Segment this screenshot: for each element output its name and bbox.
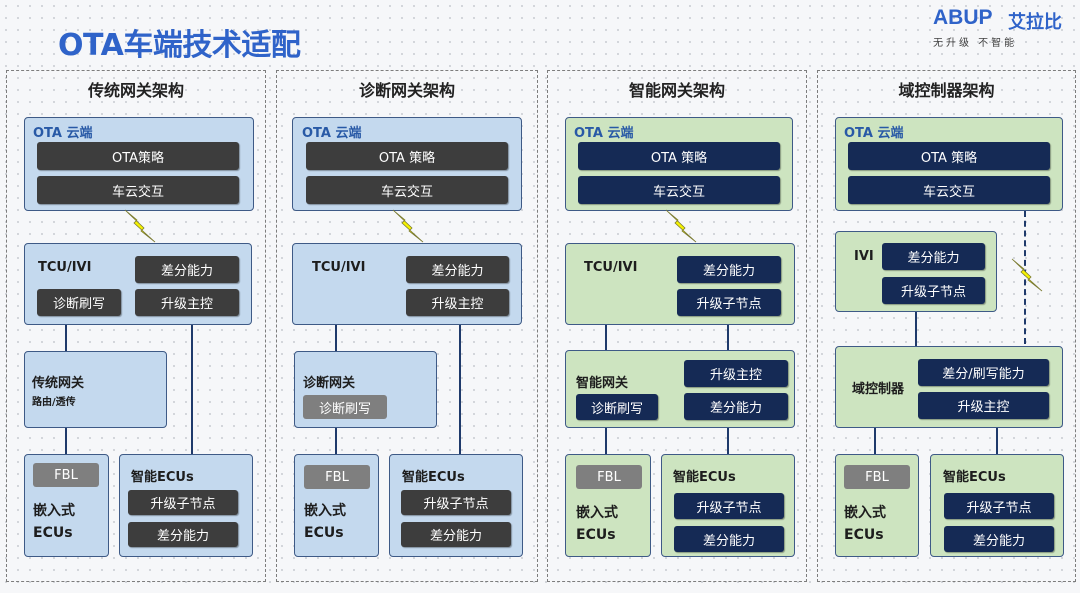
upgrade-master-pill: 升级主控 [918, 392, 1049, 419]
embedded-ecus-label: ECUs [576, 527, 616, 543]
connector-line [605, 325, 607, 351]
vehicle-cloud-pill: 车云交互 [37, 176, 239, 204]
gateway-label: 传统网关 [32, 376, 85, 391]
tcu-ivi-label: TCU/IVI [38, 260, 92, 275]
diff-capability-pill: 差分能力 [684, 393, 788, 420]
connector-line [727, 325, 729, 351]
embedded-ecus-label: 嵌入式 [576, 505, 618, 521]
ota-cloud-label: OTA 云端 [302, 126, 362, 141]
upgrade-master-pill: 升级主控 [135, 289, 239, 316]
diag-flash-pill: 诊断刷写 [576, 394, 658, 420]
embedded-ecus-label: ECUs [844, 527, 884, 543]
upgrade-subnode-pill: 升级子节点 [944, 493, 1054, 519]
upgrade-subnode-pill: 升级子节点 [674, 493, 784, 519]
vehicle-cloud-pill: 车云交互 [848, 176, 1050, 204]
ota-strategy-pill: OTA 策略 [306, 142, 508, 170]
wireless-dashed-line [1024, 211, 1026, 344]
arch-title: 智能网关架构 [628, 81, 725, 100]
diff-capability-pill: 差分能力 [882, 243, 985, 270]
gateway-label: 诊断网关 [303, 376, 356, 391]
fbl-badge: FBL [33, 463, 99, 487]
ota-cloud-label: OTA 云端 [844, 126, 904, 141]
arch-smart-gateway [547, 70, 807, 582]
smart-ecus-label: 智能ECUs [402, 470, 465, 485]
diag-flash-pill: 诊断刷写 [37, 289, 121, 316]
upgrade-subnode-pill: 升级子节点 [128, 490, 238, 515]
vehicle-cloud-pill: 车云交互 [578, 176, 780, 204]
diff-capability-pill: 差分能力 [135, 256, 239, 283]
embedded-ecus-label: 嵌入式 [844, 505, 886, 521]
diff-capability-pill: 差分能力 [128, 522, 238, 547]
upgrade-subnode-pill: 升级子节点 [401, 490, 511, 515]
fbl-badge: FBL [576, 465, 642, 489]
arch-traditional-gateway [6, 70, 266, 582]
ota-strategy-pill: OTA策略 [37, 142, 239, 170]
diff-capability-pill: 差分能力 [944, 526, 1054, 552]
embedded-ecus-label: 嵌入式 [33, 503, 75, 519]
wireless-link-icon [124, 209, 156, 243]
tcu-ivi-label: TCU/IVI [312, 260, 366, 275]
embedded-ecus-label: 嵌入式 [304, 503, 346, 519]
fbl-badge: FBL [304, 465, 370, 489]
connector-line [65, 428, 67, 455]
embedded-ecus-label: ECUs [304, 525, 344, 541]
ota-strategy-pill: OTA 策略 [848, 142, 1050, 170]
connector-line [459, 325, 461, 455]
connector-line [727, 428, 729, 455]
gateway-label: 智能网关 [576, 376, 629, 391]
brand-logo: ABUP [933, 6, 993, 29]
connector-line [65, 325, 67, 352]
diff-capability-pill: 差分能力 [674, 526, 784, 552]
arch-domain-controller [817, 70, 1076, 582]
wireless-link-icon [665, 209, 697, 243]
diff-capability-pill: 差分能力 [401, 522, 511, 547]
smart-ecus-label: 智能ECUs [131, 470, 194, 485]
gateway-box [24, 351, 167, 428]
upgrade-subnode-pill: 升级子节点 [882, 277, 985, 304]
ota-cloud-label: OTA 云端 [574, 126, 634, 141]
arch-title: 诊断网关架构 [358, 81, 455, 100]
ota-strategy-pill: OTA 策略 [578, 142, 780, 170]
ota-cloud-label: OTA 云端 [33, 126, 93, 141]
upgrade-subnode-pill: 升级子节点 [677, 289, 781, 316]
fbl-badge: FBL [844, 465, 910, 489]
wireless-link-icon [1011, 258, 1043, 292]
page-title: OTA车端技术适配 [58, 28, 301, 63]
wireless-link-icon [392, 209, 424, 243]
embedded-ecus-label: ECUs [33, 525, 73, 541]
smart-ecus-label: 智能ECUs [943, 470, 1006, 485]
connector-line [874, 428, 876, 455]
diff-capability-pill: 差分能力 [677, 256, 781, 283]
upgrade-master-pill: 升级主控 [406, 289, 509, 316]
connector-line [996, 428, 998, 455]
brand-logo-cn: 艾拉比 [1008, 12, 1062, 33]
domain-controller-label: 域控制器 [852, 382, 905, 397]
arch-title: 传统网关架构 [87, 81, 184, 100]
connector-line [335, 428, 337, 455]
connector-line [335, 325, 337, 352]
diff-flash-pill: 差分/刷写能力 [918, 359, 1049, 386]
connector-line [915, 312, 917, 347]
upgrade-master-pill: 升级主控 [684, 360, 788, 387]
connector-line [191, 325, 193, 455]
arch-title: 域控制器架构 [898, 81, 995, 100]
ivi-label: IVI [854, 249, 874, 264]
diag-flash-pill: 诊断刷写 [303, 395, 387, 419]
brand-tagline: 无升级 不智能 [933, 38, 1018, 49]
diff-capability-pill: 差分能力 [406, 256, 509, 283]
smart-ecus-label: 智能ECUs [673, 470, 736, 485]
gateway-sublabel: 路由/透传 [32, 397, 76, 408]
connector-line [605, 428, 607, 455]
arch-diagnostic-gateway [276, 70, 538, 582]
vehicle-cloud-pill: 车云交互 [306, 176, 508, 204]
tcu-ivi-label: TCU/IVI [584, 260, 638, 275]
